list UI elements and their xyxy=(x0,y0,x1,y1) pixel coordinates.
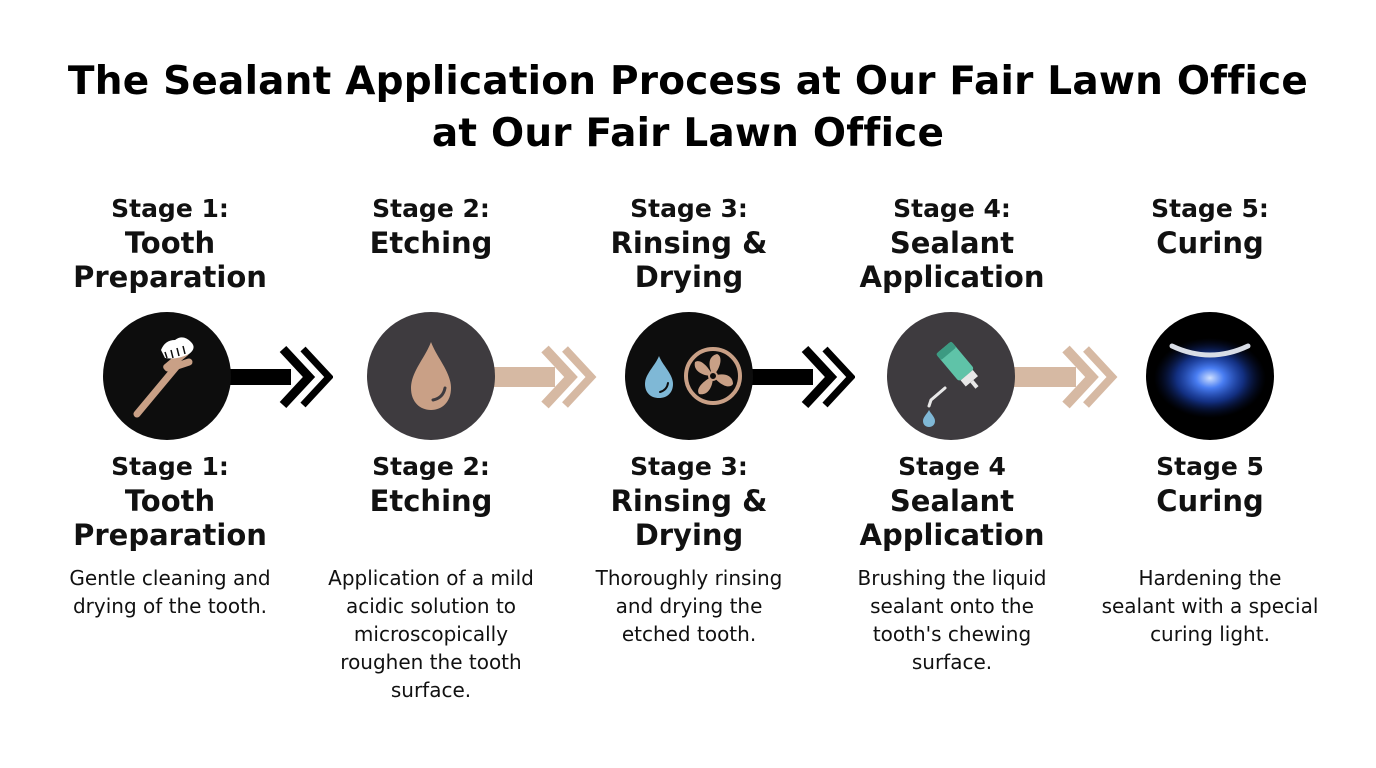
stage-number: Stage 2: xyxy=(372,452,490,481)
stage-4-bottom-heading: Stage 4 Sealant Application xyxy=(832,450,1072,552)
arrow-chevron xyxy=(279,345,316,409)
description-line: drying of the tooth. xyxy=(72,594,268,618)
description-line: roughen the tooth xyxy=(340,650,522,674)
description-line: sealant onto the xyxy=(870,594,1034,618)
stage-4-top-heading: Stage 4: Sealant Application xyxy=(832,192,1072,294)
description-line: Hardening the xyxy=(1138,566,1282,590)
description-line: acidic solution to xyxy=(345,594,517,618)
stage-name-line: Application xyxy=(859,518,1045,552)
arrow-stage1-to-stage2 xyxy=(225,345,333,409)
stage-1-top-heading: Stage 1: Tooth Preparation xyxy=(50,192,290,294)
stage-name-line: Tooth xyxy=(124,226,216,260)
arrow-stage3-to-stage4 xyxy=(747,345,855,409)
stage-name-line: Preparation xyxy=(73,260,267,294)
fan-icon xyxy=(684,347,742,405)
stage-3-description: Thoroughly rinsing and drying the etched… xyxy=(569,564,809,648)
arrow-shaft xyxy=(489,367,555,387)
water-drop-icon xyxy=(645,356,673,398)
stage-name-line: Etching xyxy=(369,226,493,260)
stage-3-top-heading: Stage 3: Rinsing & Drying xyxy=(569,192,809,294)
stage-5-top-heading: Stage 5: Curing xyxy=(1090,192,1330,260)
arrow-chevron xyxy=(1062,345,1099,409)
curing-light-icon xyxy=(1154,338,1266,418)
stage-number: Stage 3: xyxy=(630,194,748,223)
description-line: Thoroughly rinsing xyxy=(595,566,783,590)
stage-2-top-heading: Stage 2: Etching xyxy=(311,192,551,260)
toothbrush-icon xyxy=(133,337,194,418)
description-line: surface. xyxy=(911,650,993,674)
stage-5-circle xyxy=(1146,312,1274,440)
arrow-chevron xyxy=(541,345,578,409)
stage-4-circle xyxy=(887,312,1015,440)
stage-1-description: Gentle cleaning and drying of the tooth. xyxy=(50,564,290,620)
water-drop-and-fan-icon xyxy=(645,347,742,405)
stage-name-line: Curing xyxy=(1156,226,1264,260)
sealant-applicator-icon xyxy=(923,342,979,427)
description-line: surface. xyxy=(390,678,472,702)
stage-number: Stage 3: xyxy=(630,452,748,481)
arrow-shaft xyxy=(225,369,291,385)
stage-3-circle xyxy=(625,312,753,440)
stage-name-line: Sealant xyxy=(889,484,1015,518)
arrow-shaft xyxy=(1010,367,1076,387)
description-line: microscopically xyxy=(353,622,509,646)
stage-number: Stage 4 xyxy=(898,452,1006,481)
page-title: The Sealant Application Process at Our F… xyxy=(67,59,1309,104)
stage-number: Stage 1: xyxy=(111,194,229,223)
stage-name-line: Preparation xyxy=(73,518,267,552)
stage-name-line: Rinsing & xyxy=(610,226,768,260)
arrow-chevron xyxy=(562,346,597,408)
arrow-stage2-to-stage3 xyxy=(489,345,597,409)
stage-number: Stage 1: xyxy=(111,452,229,481)
stage-5-bottom-heading: Stage 5 Curing xyxy=(1090,450,1330,518)
description-line: etched tooth. xyxy=(621,622,757,646)
stage-name-line: Drying xyxy=(634,518,744,552)
stage-name-line: Curing xyxy=(1156,484,1264,518)
stage-4-description: Brushing the liquid sealant onto the too… xyxy=(832,564,1072,676)
stage-number: Stage 5: xyxy=(1151,194,1269,223)
stage-2-description: Application of a mild acidic solution to… xyxy=(311,564,551,704)
stage-3-bottom-heading: Stage 3: Rinsing & Drying xyxy=(569,450,809,552)
description-line: Brushing the liquid xyxy=(857,566,1047,590)
arrow-shaft xyxy=(747,369,813,385)
arrow-chevron xyxy=(1083,346,1118,408)
stage-name-line: Drying xyxy=(634,260,744,294)
stage-name-line: Application xyxy=(859,260,1045,294)
arrow-chevron xyxy=(801,345,838,409)
droplet-icon xyxy=(411,342,451,410)
page-subtitle: at Our Fair Lawn Office xyxy=(431,111,945,156)
stage-1-bottom-heading: Stage 1: Tooth Preparation xyxy=(50,450,290,552)
stage-2-circle xyxy=(367,312,495,440)
description-line: Gentle cleaning and xyxy=(69,566,271,590)
stage-name-line: Rinsing & xyxy=(610,484,768,518)
stage-name-line: Etching xyxy=(369,484,493,518)
description-line: and drying the xyxy=(615,594,763,618)
arrow-chevron xyxy=(822,346,855,408)
stage-name-line: Sealant xyxy=(889,226,1015,260)
description-line: Application of a mild xyxy=(328,566,534,590)
stage-number: Stage 2: xyxy=(372,194,490,223)
description-line: curing light. xyxy=(1150,622,1270,646)
stage-1-circle xyxy=(103,312,231,440)
stage-name-line: Tooth xyxy=(124,484,216,518)
stage-number: Stage 5 xyxy=(1156,452,1264,481)
description-line: tooth's chewing xyxy=(872,622,1032,646)
arrow-chevron xyxy=(300,346,333,408)
stage-2-bottom-heading: Stage 2: Etching xyxy=(311,450,551,518)
stage-number: Stage 4: xyxy=(893,194,1011,223)
description-line: sealant with a special xyxy=(1101,594,1319,618)
arrow-stage4-to-stage5 xyxy=(1010,345,1118,409)
stage-5-description: Hardening the sealant with a special cur… xyxy=(1090,564,1330,648)
